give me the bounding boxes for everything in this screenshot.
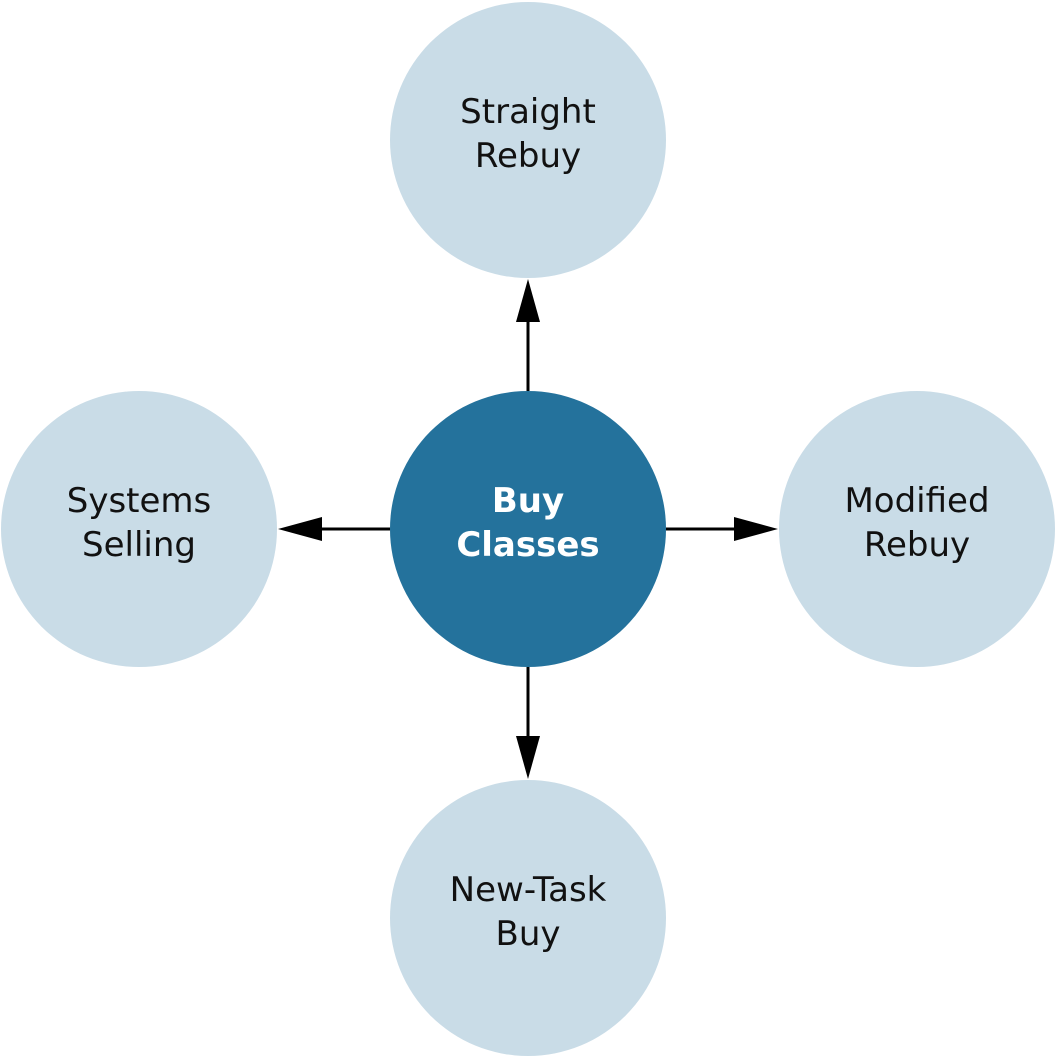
node-systems-selling-line1: Systems	[66, 481, 212, 521]
arrowhead-right	[734, 517, 778, 541]
node-modified-rebuy-line2: Rebuy	[863, 525, 971, 565]
node-buy-classes-line2: Classes	[456, 525, 600, 565]
node-new-task-buy-line1: New-Task	[449, 870, 607, 910]
node-modified-rebuy-line1: Modified	[844, 481, 990, 521]
node-systems-selling-line2: Selling	[82, 525, 196, 565]
node-modified-rebuy: Modified Rebuy	[779, 391, 1055, 667]
node-new-task-buy: New-Task Buy	[390, 780, 666, 1056]
node-buy-classes: Buy Classes	[390, 391, 666, 667]
node-systems-selling: Systems Selling	[1, 391, 277, 667]
node-new-task-buy-line2: Buy	[495, 914, 561, 954]
node-buy-classes-line1: Buy	[491, 481, 565, 521]
arrowhead-left	[278, 517, 322, 541]
arrowhead-top	[516, 279, 540, 322]
node-straight-rebuy: Straight Rebuy	[390, 2, 666, 278]
node-straight-rebuy-line2: Rebuy	[474, 136, 582, 176]
arrowhead-bottom	[516, 736, 540, 779]
node-straight-rebuy-line1: Straight	[460, 92, 596, 132]
